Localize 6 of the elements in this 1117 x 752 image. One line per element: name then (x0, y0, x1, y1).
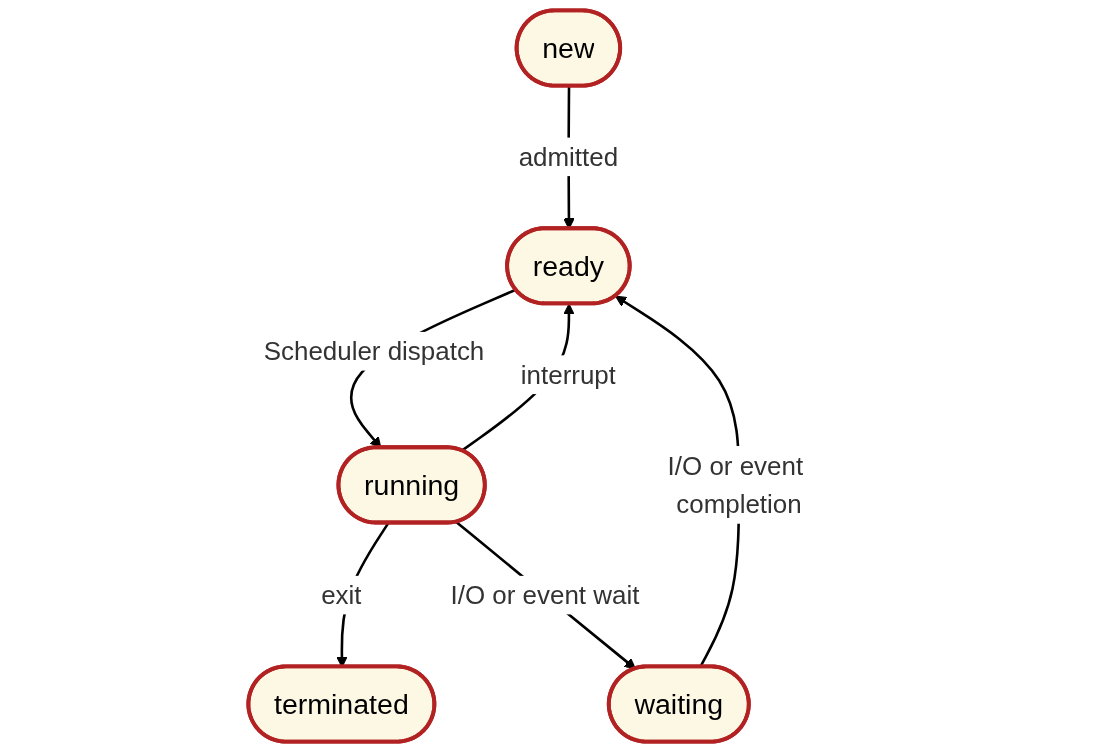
edge-label: exit (321, 580, 362, 610)
edge-label: I/O or event wait (450, 580, 640, 610)
edge-label: interrupt (520, 360, 616, 389)
edge-label: I/O or event completion (667, 451, 804, 519)
edge-label: admitted (518, 142, 619, 172)
edge-label: Scheduler dispatch (263, 336, 485, 366)
